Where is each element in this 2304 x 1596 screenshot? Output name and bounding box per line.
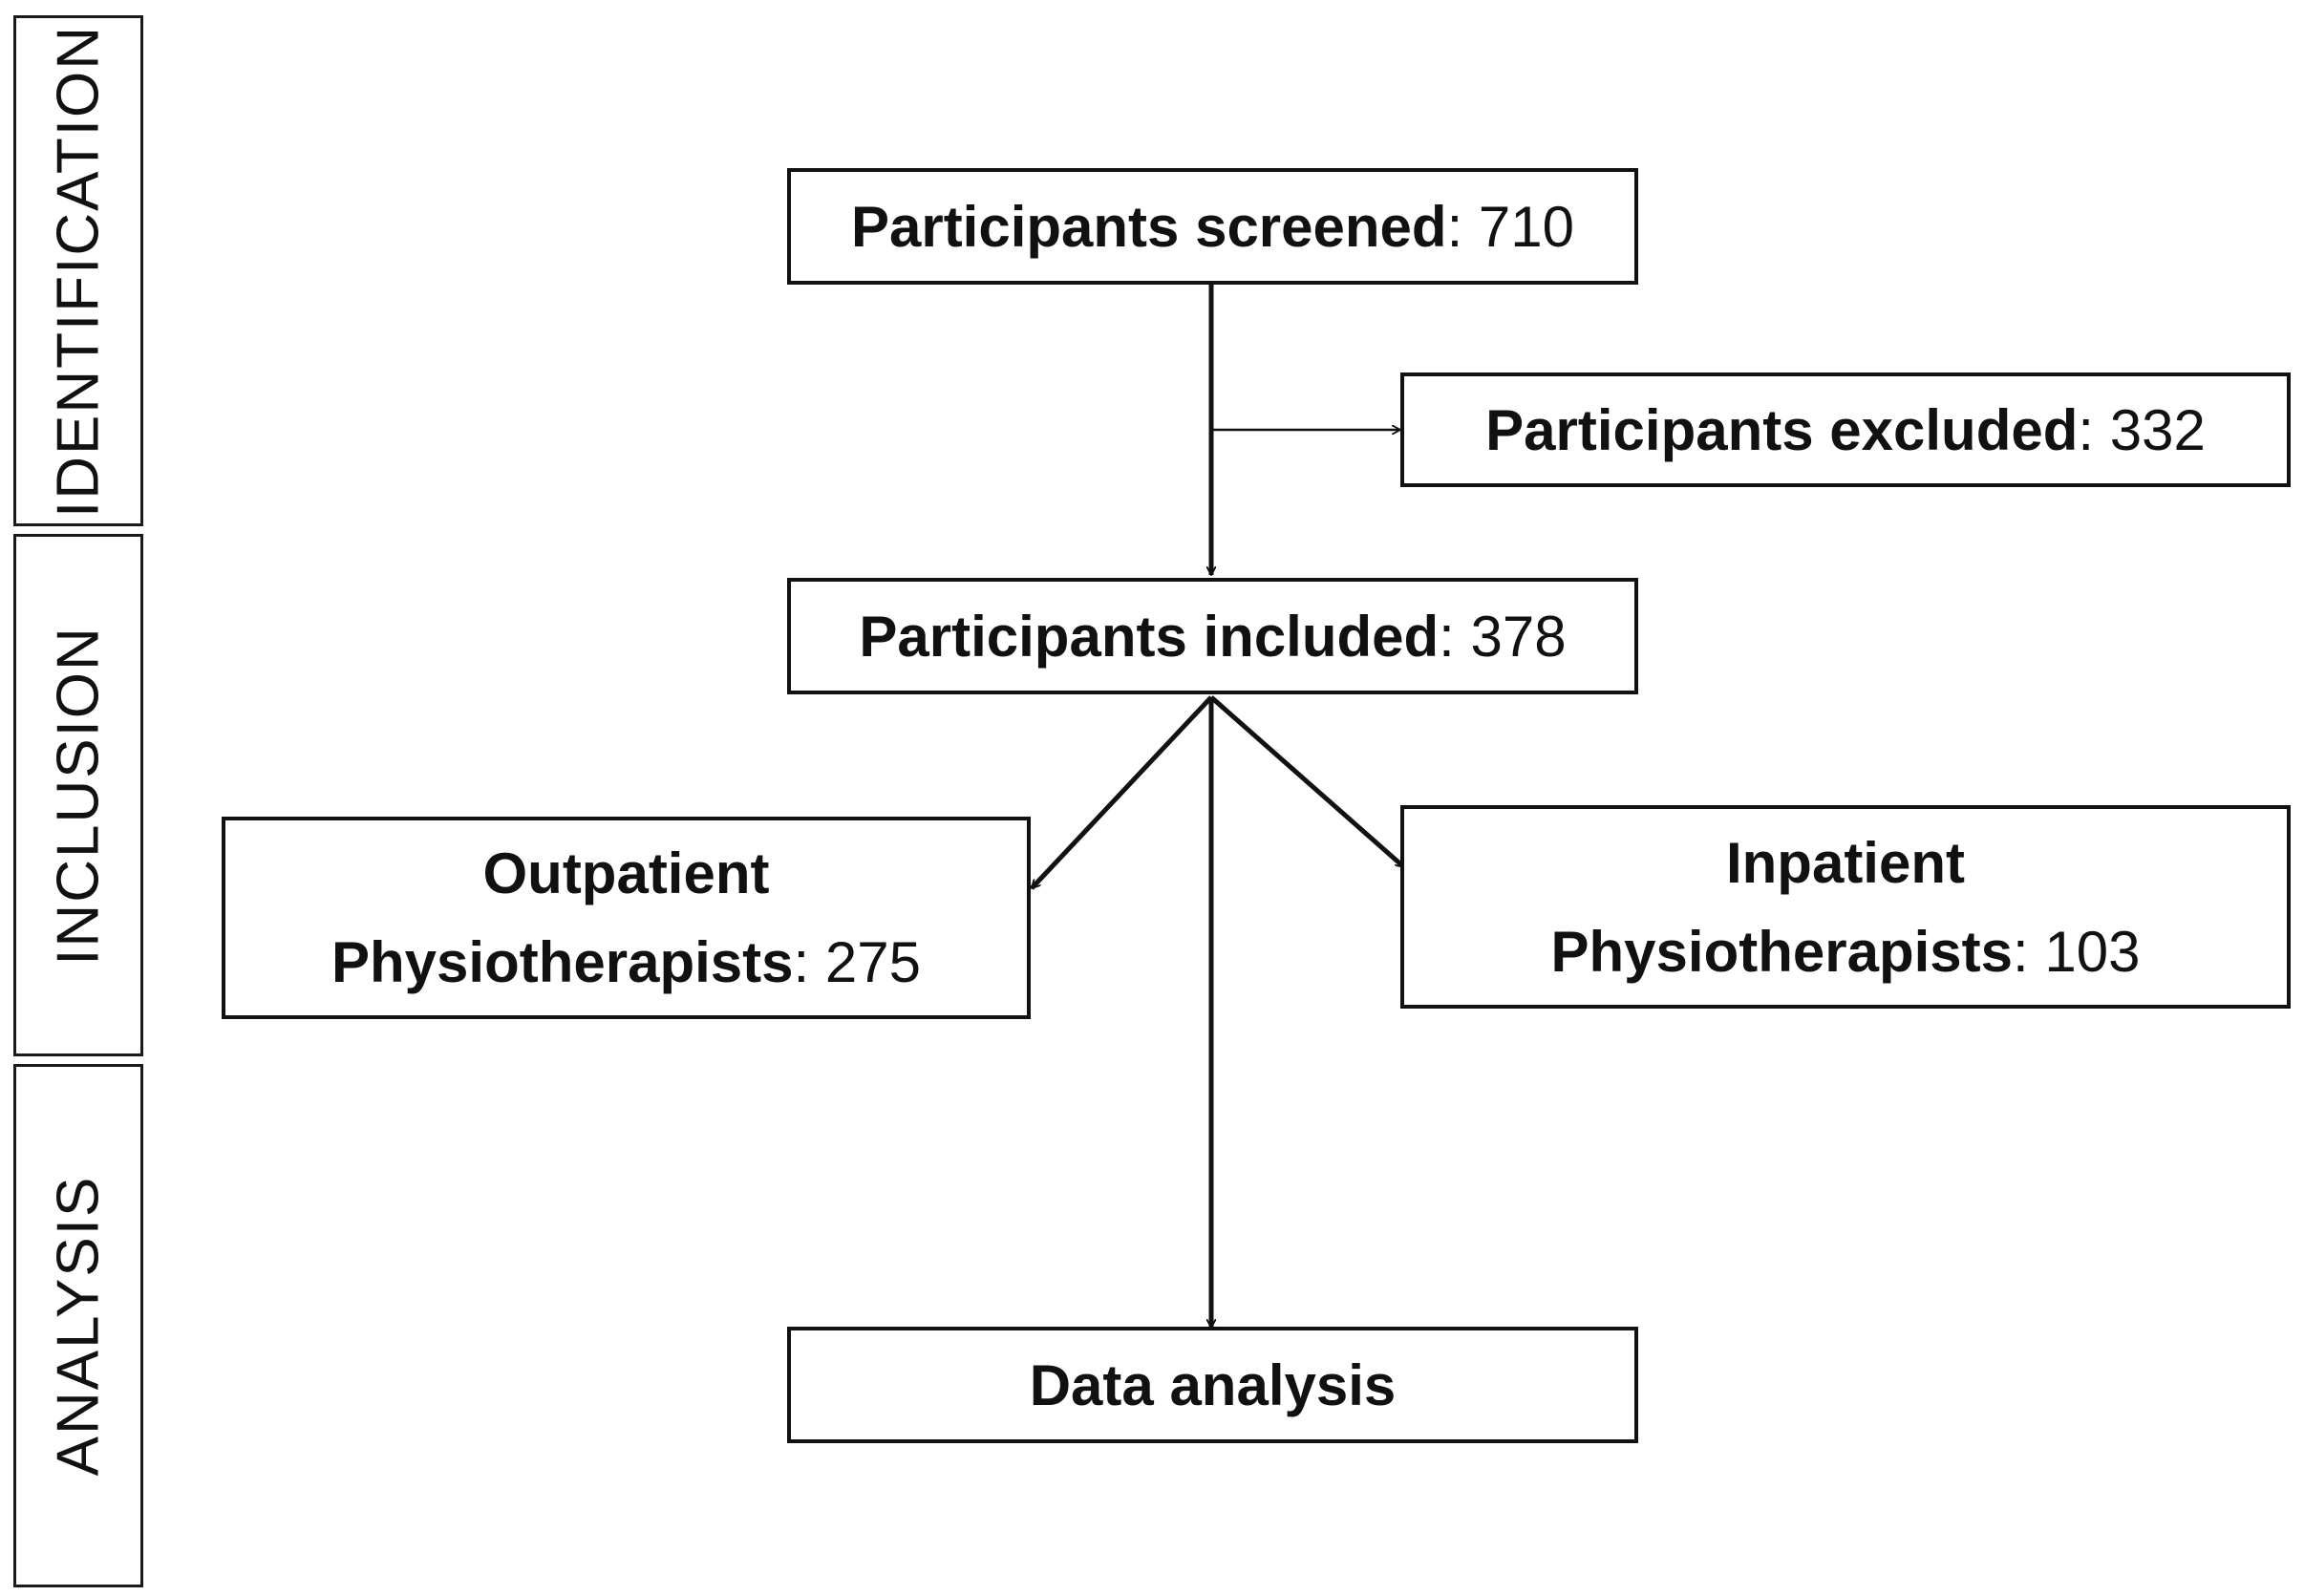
stage-inclusion: INCLUSION (13, 534, 143, 1056)
screened-value: : 710 (1446, 194, 1575, 259)
excluded-value: : 332 (2078, 397, 2206, 462)
inpatient-line1: Inpatient (1725, 830, 1965, 895)
node-participants-included: Participants included: 378 (787, 578, 1638, 694)
outpatient-line1: Outpatient (482, 841, 770, 905)
included-label: Participants included (859, 604, 1440, 669)
outpatient-label: Physiotherapists (331, 930, 794, 994)
stage-identification: IDENTIFICATION (13, 15, 143, 526)
stage-analysis: ANALYSIS (13, 1064, 143, 1587)
inpatient-value: : 103 (2013, 919, 2141, 984)
node-participants-excluded: Participants excluded: 332 (1400, 372, 2291, 487)
arrow-included-to-outpatient (1030, 695, 1213, 890)
node-data-analysis: Data analysis (787, 1327, 1638, 1443)
excluded-label: Participants excluded (1485, 397, 2079, 462)
inpatient-label: Physiotherapists (1550, 919, 2014, 984)
included-value: : 378 (1439, 604, 1567, 669)
arrow-included-to-inpatient (1209, 695, 1406, 869)
outpatient-value: : 275 (793, 930, 921, 994)
node-participants-screened: Participants screened: 710 (787, 168, 1638, 285)
node-outpatient-physiotherapists: Outpatient Physiotherapists: 275 (222, 817, 1031, 1019)
screened-label: Participants screened (850, 194, 1447, 259)
node-inpatient-physiotherapists: Inpatient Physiotherapists: 103 (1400, 805, 2291, 1009)
analysis-label: Data analysis (1029, 1352, 1397, 1417)
